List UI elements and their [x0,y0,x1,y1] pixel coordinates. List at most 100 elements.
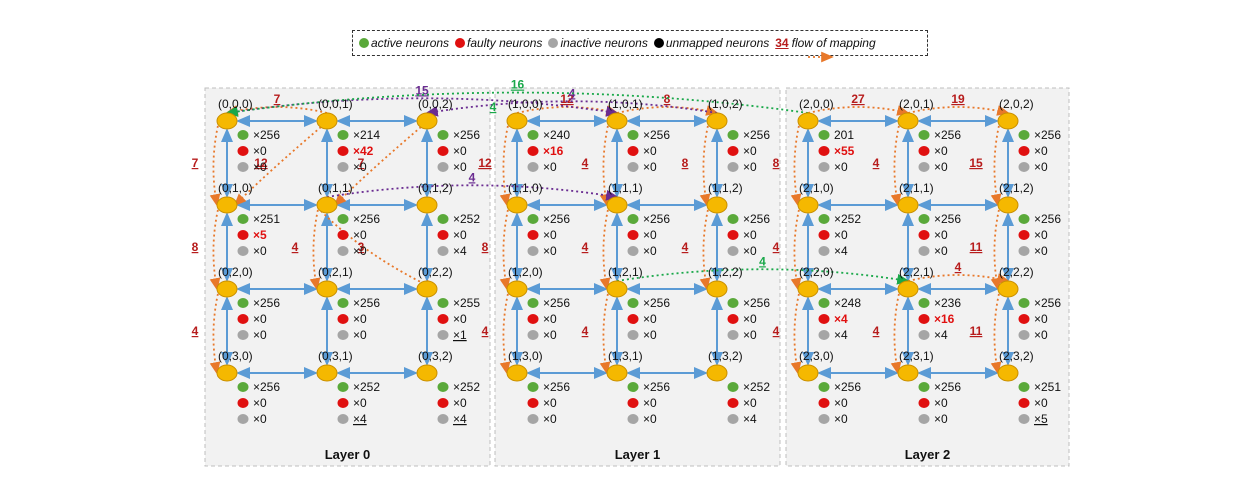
inactive-neuron-icon [627,414,639,424]
mapping-flow-count: 12 [478,156,492,170]
faulty-neuron-icon [437,398,449,408]
active-count: ×256 [353,212,380,226]
inactive-count: ×0 [353,328,367,342]
inactive-count: ×0 [743,160,757,174]
active-count: ×256 [353,296,380,310]
core-node-icon [706,196,728,214]
mapping-flow: 4 [482,288,511,375]
mapping-flow-arrow [990,120,1002,207]
core-coordinate-label: (0,3,2) [418,349,453,363]
faulty-count: ×0 [453,396,467,410]
active-neuron-icon [437,214,449,224]
faulty-count: ×0 [353,312,367,326]
neuron-core: (0,1,0)×251×5×0 [216,181,280,258]
inactive-neuron-icon [918,414,930,424]
mapping-flow-count: 4 [773,240,780,254]
faulty-neuron-icon [918,314,930,324]
core-coordinate-label: (1,1,2) [708,181,743,195]
legend: active neurons faulty neurons inactive n… [352,30,928,56]
neuron-core: (2,3,2)×251×0×5 [997,349,1061,426]
core-coordinate-label: (1,2,2) [708,265,743,279]
mapping-flow: 15 [969,120,1002,207]
faulty-neuron-icon [337,146,349,156]
core-coordinate-label: (0,2,2) [418,265,453,279]
active-neuron-icon [918,214,930,224]
inactive-count: ×0 [253,328,267,342]
mapping-flow: 11 [970,288,1002,375]
core-node-icon [706,280,728,298]
mapping-flow-arrow [890,288,902,375]
mapping-flow-arrow [907,273,1010,284]
faulty-count: ×55 [834,144,855,158]
active-neuron-icon [237,382,249,392]
mapping-flow-count: 7 [192,156,199,170]
core-node-icon [506,280,528,298]
active-count: ×252 [453,212,480,226]
neuron-core: (0,0,2)×256×0×0 [416,97,480,174]
neuron-core: (1,1,0)×256×0×0 [506,181,570,258]
inactive-neuron-icon [337,246,349,256]
faulty-count: ×0 [253,396,267,410]
mapping-flow-arrow [309,204,321,291]
mapping-flow: 8 [482,204,511,291]
active-neuron-icon [918,382,930,392]
layer-title: Layer 0 [325,447,371,462]
inactive-count: ×4 [834,328,848,342]
neuron-core: (0,1,2)×252×0×4 [416,181,480,258]
core-node-icon [706,112,728,130]
mapping-flow-count: 7 [358,156,365,170]
active-count: ×252 [353,380,380,394]
faulty-neuron-icon [527,230,539,240]
mapping-flow: 8 [192,204,221,291]
core-coordinate-label: (0,2,0) [218,265,253,279]
core-coordinate-label: (0,2,1) [318,265,353,279]
core-node-icon [606,196,628,214]
neuron-core: (2,1,0)×252×0×4 [797,181,861,258]
active-neuron-icon [527,382,539,392]
layer-title: Layer 1 [615,447,661,462]
core-coordinate-label: (0,0,2) [418,97,453,111]
neuron-core: (0,1,1)×256×0×0 [316,181,380,258]
mapping-flow-arrow [599,204,611,291]
core-node-icon [216,280,238,298]
faulty-count: ×0 [543,228,557,242]
neuron-core: (2,0,2)×256×0×0 [997,97,1061,174]
mapping-flow-count: 4 [490,100,497,114]
mapping-flow-count: 12 [560,92,574,106]
mapping-flow-arrow [807,105,910,116]
active-count: ×256 [643,296,670,310]
mapping-flow-arrow [990,288,1002,375]
faulty-count: ×0 [543,396,557,410]
active-neuron-icon [918,130,930,140]
mapping-flow-count: 4 [759,254,766,268]
mapping-flow: 12 [233,126,322,207]
core-coordinate-label: (0,1,1) [318,181,353,195]
mapping-flow-count: 4 [873,324,880,338]
faulty-neuron-icon [337,230,349,240]
neuron-core: (2,0,1)×256×0×0 [897,97,961,174]
mapping-flow-count: 4 [873,156,880,170]
core-coordinate-label: (1,1,0) [508,181,543,195]
faulty-count: ×0 [834,228,848,242]
legend-faulty: faulty neurons [455,36,542,50]
inactive-count: ×0 [1034,328,1048,342]
inactive-neuron-icon [727,330,739,340]
faulty-neuron-icon [727,314,739,324]
mapping-flow: 7 [333,126,422,207]
active-neuron-icon [727,130,739,140]
faulty-count: ×0 [1034,228,1048,242]
core-coordinate-label: (1,3,0) [508,349,543,363]
inactive-count: ×0 [743,328,757,342]
inactive-count: ×0 [934,244,948,258]
mapping-flow: 15 [226,83,619,117]
faulty-count: ×0 [743,312,757,326]
mapping-flow: 4 [616,254,910,285]
faulty-neuron-icon [918,398,930,408]
mapping-flow: 4 [582,288,611,375]
core-node-icon [416,196,438,214]
mapping-flow-arrow [320,210,437,290]
inactive-neuron-icon [437,246,449,256]
inactive-count: ×0 [1034,160,1048,174]
inactive-neuron-icon [237,414,249,424]
